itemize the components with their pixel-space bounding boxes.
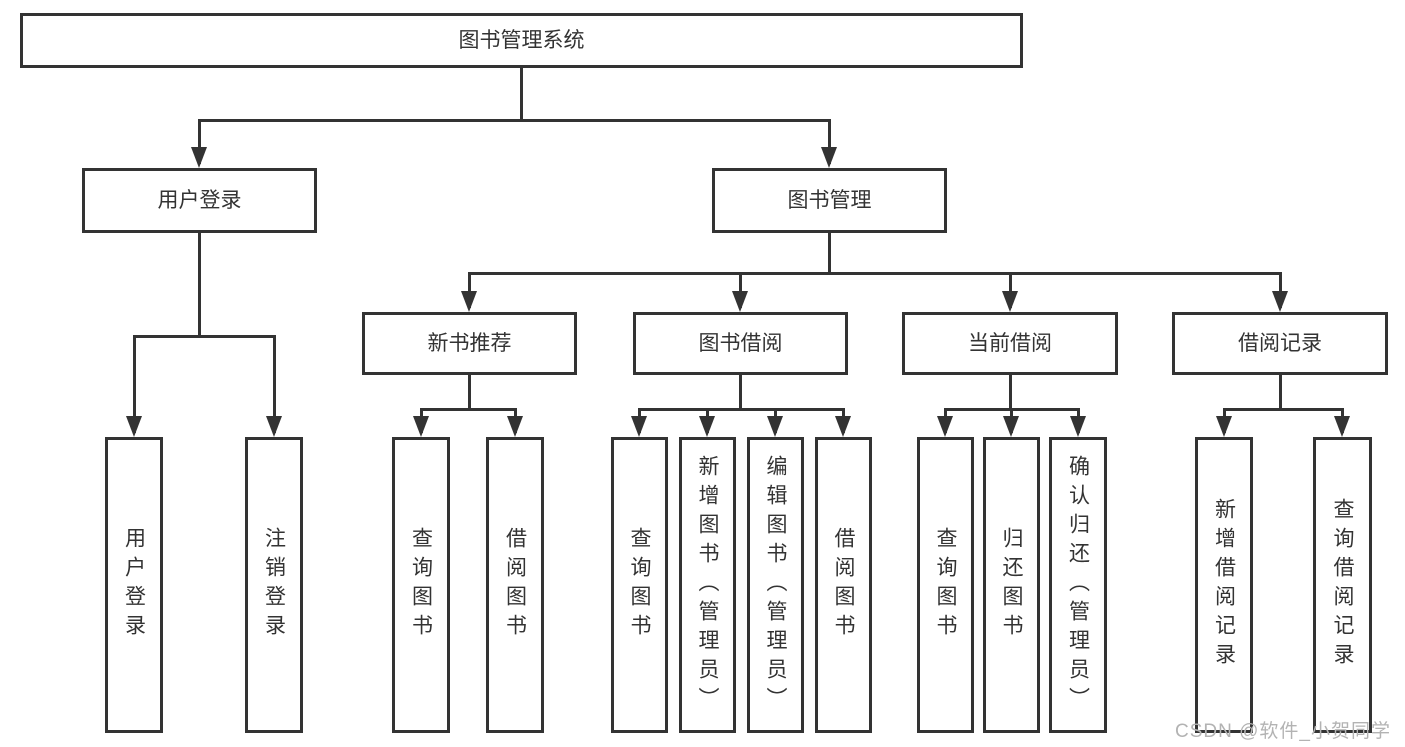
arrowhead-down-icon	[266, 416, 282, 437]
connector-bar-borrowing-to-leaves	[638, 408, 844, 411]
node-label-book-borrowing: 图书借阅	[698, 332, 783, 355]
node-label-current-borrowing: 当前借阅	[968, 332, 1052, 355]
node-label-borrow-books-1: 借阅图书	[503, 527, 527, 643]
arrowhead-down-icon	[1070, 416, 1086, 437]
arrowhead-down-icon	[631, 416, 647, 437]
node-label-add-books-admin: 新增图书（管理员）	[696, 454, 719, 716]
connector-bar-book-mgmt-to-level3	[468, 272, 1281, 275]
node-label-confirm-return-admin: 确认归还（管理员）	[1066, 454, 1090, 716]
node-query-books-2: 查询图书	[611, 437, 668, 733]
connector-drop-book-mgmt-to-level3	[1009, 272, 1012, 308]
node-current-borrowing: 当前借阅	[902, 312, 1118, 375]
connector-bar-records-to-leaves	[1223, 408, 1343, 411]
connector-stem-root-to-level2	[520, 68, 523, 122]
node-label-query-books-3: 查询图书	[934, 527, 957, 643]
node-query-books-1: 查询图书	[392, 437, 450, 733]
arrowhead-down-icon	[767, 416, 783, 437]
connector-stem-new-book-to-leaves	[468, 375, 471, 411]
connector-drop-book-mgmt-to-level3	[1279, 272, 1282, 308]
arrowhead-down-icon	[1334, 416, 1350, 437]
node-user-login-leaf: 用户登录	[105, 437, 163, 733]
node-return-books: 归还图书	[983, 437, 1040, 733]
arrowhead-down-icon	[699, 416, 715, 437]
connector-stem-records-to-leaves	[1279, 375, 1282, 411]
node-confirm-return-admin: 确认归还（管理员）	[1049, 437, 1107, 733]
node-root: 图书管理系统	[20, 13, 1023, 68]
connector-bar-new-book-to-leaves	[420, 408, 516, 411]
arrowhead-down-icon	[835, 416, 851, 437]
arrowhead-down-icon	[1216, 416, 1232, 437]
arrowhead-down-icon	[1272, 291, 1288, 312]
arrowhead-down-icon	[413, 416, 429, 437]
node-label-logout-leaf: 注销登录	[262, 527, 286, 643]
connector-drop-book-mgmt-to-level3	[739, 272, 742, 308]
node-borrow-books-2: 借阅图书	[815, 437, 872, 733]
connector-stem-current-to-leaves	[1009, 375, 1012, 411]
connector-bar-root-to-level2	[198, 119, 830, 122]
connector-stem-borrowing-to-leaves	[739, 375, 742, 411]
arrowhead-down-icon	[191, 147, 207, 168]
node-book-management: 图书管理	[712, 168, 947, 233]
arrowhead-down-icon	[461, 291, 477, 312]
node-label-query-borrow-record: 查询借阅记录	[1331, 498, 1354, 672]
connector-drop-book-mgmt-to-level3	[468, 272, 471, 308]
node-query-borrow-record: 查询借阅记录	[1313, 437, 1372, 733]
node-label-user-login: 用户登录	[157, 189, 242, 212]
csdn-watermark: CSDN @软件_小贺同学	[1175, 721, 1391, 742]
arrowhead-down-icon	[937, 416, 953, 437]
node-label-query-books-1: 查询图书	[409, 527, 433, 643]
node-label-new-book-recommend: 新书推荐	[427, 332, 512, 355]
node-add-borrow-record: 新增借阅记录	[1195, 437, 1253, 733]
node-add-books-admin: 新增图书（管理员）	[679, 437, 736, 733]
node-borrowing-records: 借阅记录	[1172, 312, 1388, 375]
arrowhead-down-icon	[1003, 416, 1019, 437]
arrowhead-down-icon	[507, 416, 523, 437]
node-book-borrowing: 图书借阅	[633, 312, 848, 375]
connector-drop-root-to-level2	[198, 119, 201, 164]
node-label-borrowing-records: 借阅记录	[1238, 332, 1322, 355]
node-user-login: 用户登录	[82, 168, 317, 233]
node-label-return-books: 归还图书	[1000, 527, 1023, 643]
connector-bar-user-login-to-leaves	[133, 335, 275, 338]
connector-stem-user-login-to-leaves	[198, 233, 201, 338]
connector-drop-user-login-to-leaves	[133, 335, 136, 433]
connector-drop-root-to-level2	[828, 119, 831, 164]
node-label-root: 图书管理系统	[458, 29, 585, 52]
arrowhead-down-icon	[1002, 291, 1018, 312]
node-label-book-management: 图书管理	[787, 189, 872, 212]
node-new-book-recommend: 新书推荐	[362, 312, 577, 375]
node-query-books-3: 查询图书	[917, 437, 974, 733]
arrowhead-down-icon	[126, 416, 142, 437]
node-label-borrow-books-2: 借阅图书	[832, 527, 855, 643]
node-label-edit-books-admin: 编辑图书（管理员）	[764, 454, 787, 716]
node-label-query-books-2: 查询图书	[628, 527, 651, 643]
node-label-add-borrow-record: 新增借阅记录	[1212, 498, 1236, 672]
connector-drop-user-login-to-leaves	[273, 335, 276, 433]
node-label-user-login-leaf: 用户登录	[122, 527, 146, 643]
node-logout-leaf: 注销登录	[245, 437, 303, 733]
connector-stem-book-mgmt-to-level3	[828, 233, 831, 275]
node-borrow-books-1: 借阅图书	[486, 437, 544, 733]
node-edit-books-admin: 编辑图书（管理员）	[747, 437, 804, 733]
arrowhead-down-icon	[821, 147, 837, 168]
arrowhead-down-icon	[732, 291, 748, 312]
